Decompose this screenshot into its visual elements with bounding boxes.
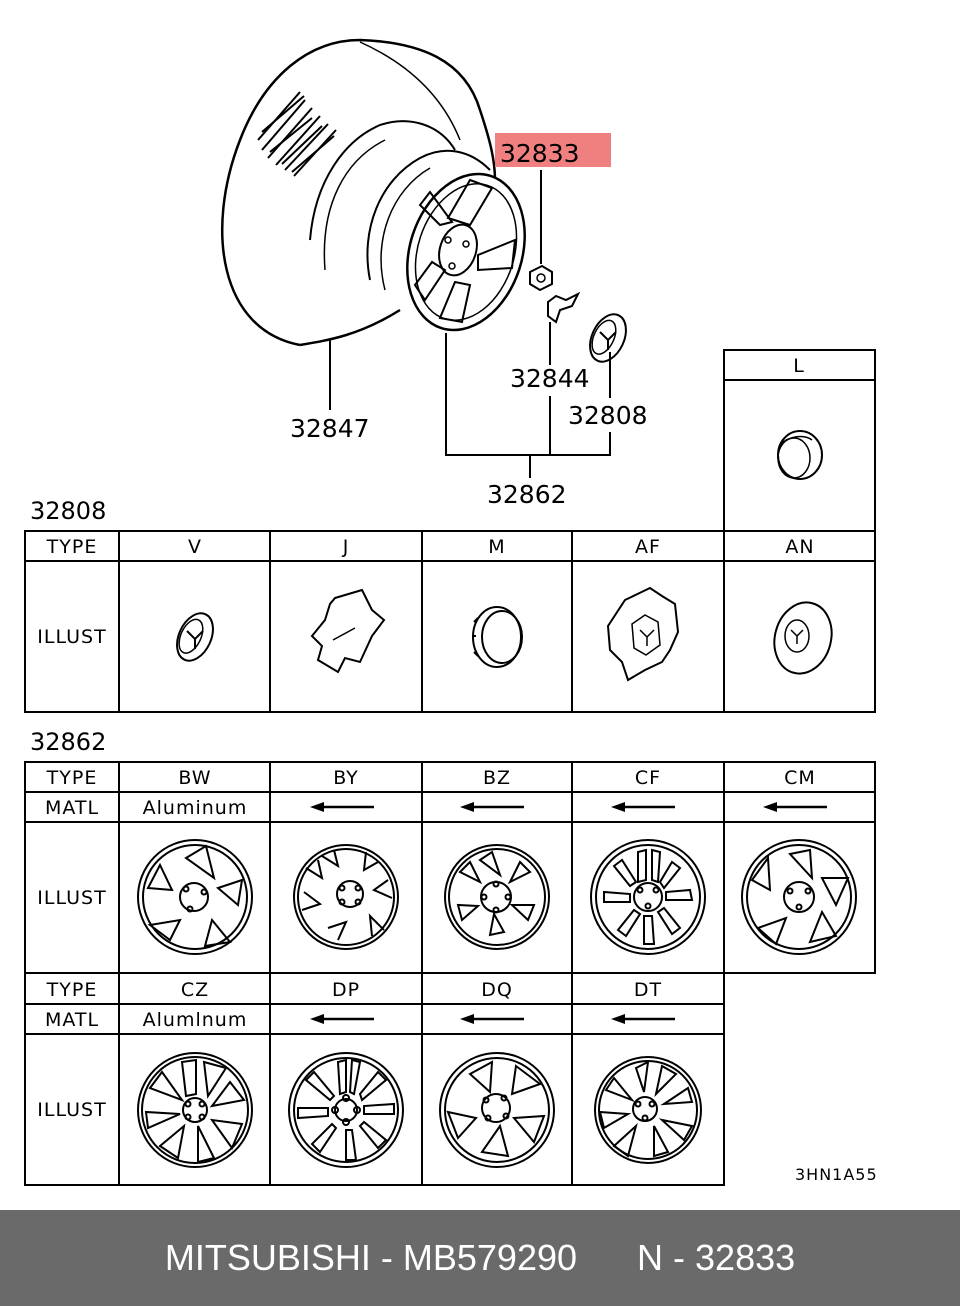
wheel-dt-illustration <box>594 1056 702 1164</box>
wheel-cf-illustration <box>590 839 706 955</box>
arrow-dp <box>310 1014 374 1024</box>
footer-part-number: MB579290 <box>402 1237 578 1278</box>
wheel-matl-header-2: MATL <box>45 1009 99 1031</box>
cap-af-illustration <box>606 586 680 682</box>
cap-col-an: AN <box>785 536 814 558</box>
wheel-col-cz: CZ <box>181 979 209 1001</box>
wheel-col-cf: CF <box>635 767 661 789</box>
cap-col-m: M <box>488 536 505 558</box>
cap-col-v: V <box>188 536 202 558</box>
wheel-matl-cz: Alumlnum <box>143 1009 248 1031</box>
wheel-dp-illustration <box>288 1052 404 1168</box>
wheel-cz-illustration <box>137 1052 253 1168</box>
same-as-left-arrows <box>310 802 827 1024</box>
wheel-matl-header-1: MATL <box>45 797 99 819</box>
arrow-cf <box>611 802 675 812</box>
center-cap-illustration <box>581 307 635 369</box>
wheel-col-dt: DT <box>634 979 662 1001</box>
cap-v-illustration <box>168 606 222 668</box>
callout-32833: 32833 <box>500 139 580 168</box>
arrow-bz <box>460 802 524 812</box>
wheel-col-bw: BW <box>178 767 211 789</box>
wheel-bz-illustration <box>444 844 550 950</box>
callout-32808: 32808 <box>568 401 648 430</box>
wheel-col-dp: DP <box>332 979 360 1001</box>
wheel-type-header-1: TYPE <box>46 767 98 789</box>
cap-m-illustration <box>472 606 523 668</box>
clip-illustration <box>547 291 581 324</box>
cap-table-title: 32808 <box>30 497 106 525</box>
wheel-cm-illustration <box>741 839 857 955</box>
tire-illustration <box>221 38 497 347</box>
wheel-table <box>24 761 876 1186</box>
arrow-cm <box>763 802 827 812</box>
drawing-code: 3HN1A55 <box>795 1165 878 1184</box>
wheel-matl-bw: Aluminum <box>143 797 248 819</box>
cap-l-illustration <box>777 430 823 480</box>
wheel-table-title: 32862 <box>30 728 106 756</box>
wheel-dq-illustration <box>439 1052 555 1168</box>
highlight-box <box>495 133 611 167</box>
wheel-illust-header-1: ILLUST <box>37 887 106 909</box>
wheel-illust-header-2: ILLUST <box>37 1099 106 1121</box>
wheel-col-by: BY <box>333 767 359 789</box>
callout-32844: 32844 <box>510 364 590 393</box>
cap-j-illustration <box>310 588 386 674</box>
cap-type-header: TYPE <box>46 536 98 558</box>
cap-illust-header: ILLUST <box>37 626 106 648</box>
footer-brand: MITSUBISHI <box>164 1237 371 1278</box>
footer-bar: MITSUBISHI - MB579290 N - 32833 <box>0 1210 960 1306</box>
wheel-bw-illustration <box>137 839 253 955</box>
footer-gap <box>577 1237 637 1279</box>
cap-l-label: L <box>793 355 805 377</box>
tire-sidewall-lettering <box>257 91 337 177</box>
footer-sep: - <box>370 1237 403 1278</box>
cap-an-illustration <box>773 601 833 675</box>
wheel-col-cm: CM <box>784 767 816 789</box>
callout-32847: 32847 <box>290 414 370 443</box>
cap-col-af: AF <box>635 536 661 558</box>
leader-lines <box>329 170 611 478</box>
callout-32862: 32862 <box>487 480 567 509</box>
arrow-dt <box>611 1014 675 1024</box>
arrow-dq <box>460 1014 524 1024</box>
rim-illustration <box>366 149 526 332</box>
arrow-by <box>310 802 374 812</box>
wheel-type-header-2: TYPE <box>46 979 98 1001</box>
cap-l-box: L <box>723 349 876 532</box>
cap-col-j: J <box>342 536 350 558</box>
wheel-by-illustration <box>293 844 399 950</box>
lug-nut-illustration <box>529 264 553 292</box>
footer-ref: N - 32833 <box>637 1237 796 1278</box>
wheel-col-bz: BZ <box>483 767 511 789</box>
cap-table <box>24 530 876 713</box>
wheel-col-dq: DQ <box>481 979 513 1001</box>
